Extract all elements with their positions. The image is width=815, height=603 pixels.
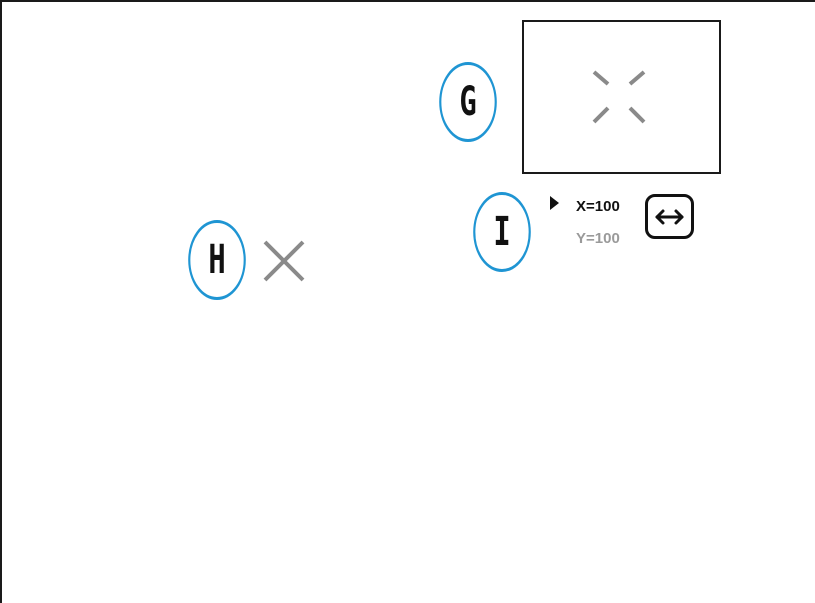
callout-h-label: H [208,237,226,283]
corner-reticle-icon [592,70,646,124]
callout-g: G [439,62,497,142]
callout-h: H [188,220,246,300]
callout-i: I [473,192,531,272]
horizontal-double-arrow-icon [655,209,684,225]
callout-g-label: G [459,79,477,125]
callout-i-label: I [493,209,511,255]
axis-toggle-button[interactable] [645,194,694,239]
x-crosshair-icon [263,240,305,282]
reticle-preview-window [522,20,721,174]
triangle-right-icon [550,196,559,210]
x-coordinate-value[interactable]: X=100 [576,198,620,215]
y-coordinate-value[interactable]: Y=100 [576,230,620,247]
